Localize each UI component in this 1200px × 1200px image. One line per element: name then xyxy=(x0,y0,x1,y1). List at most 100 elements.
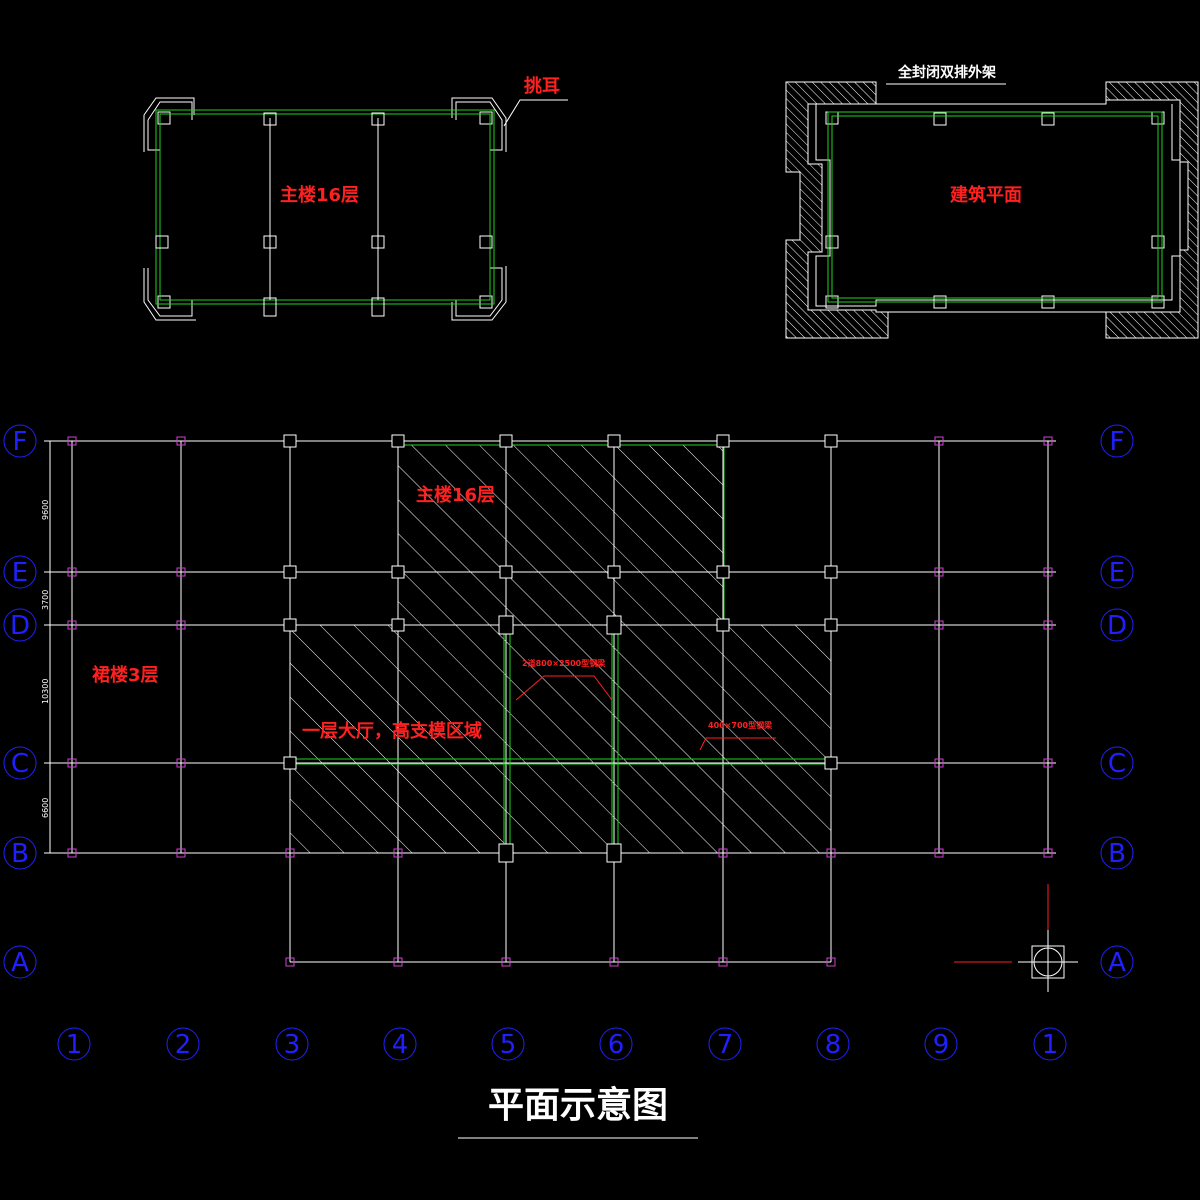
axis-label: C xyxy=(1108,749,1126,779)
axis-label: 9 xyxy=(933,1030,950,1060)
column-marker-icon xyxy=(934,436,944,446)
column-marker-icon xyxy=(498,615,514,635)
main-grid xyxy=(44,440,1056,963)
column-marker-icon xyxy=(391,618,405,632)
main-columns xyxy=(67,434,1053,967)
scaffold-hatch xyxy=(785,81,1199,339)
main-plan: 2道800×2500型钢梁 400×700型钢梁 主楼16层 裙楼3层 一层大厅… xyxy=(3,424,1134,1061)
column-marker-icon xyxy=(499,565,513,579)
axis-bubble-icon: 1 xyxy=(57,1027,91,1061)
column-marker-icon xyxy=(393,957,403,967)
top-left-outline xyxy=(143,97,507,321)
axis-label: A xyxy=(11,948,29,978)
column-marker-icon xyxy=(176,758,186,768)
axis-bubble-icon: C xyxy=(1100,746,1134,780)
column-marker-icon xyxy=(716,565,730,579)
column-marker-icon xyxy=(934,758,944,768)
column-marker-icon xyxy=(934,567,944,577)
top-right-tower-outline xyxy=(827,111,1163,303)
top-left-tower-label: 主楼16层 xyxy=(280,184,359,206)
column-marker-icon xyxy=(826,957,836,967)
axis-label: E xyxy=(12,558,28,588)
axis-label: 4 xyxy=(392,1030,409,1060)
column-marker-icon xyxy=(607,434,621,448)
steel-beams xyxy=(290,625,831,853)
column-marker-icon xyxy=(934,620,944,630)
hall-hatch-region xyxy=(289,624,832,854)
top-left-columns xyxy=(155,112,493,317)
column-marker-icon xyxy=(501,957,511,967)
column-marker-icon xyxy=(609,957,619,967)
axis-label: D xyxy=(1107,611,1127,641)
column-marker-icon xyxy=(824,434,838,448)
column-marker-icon xyxy=(391,434,405,448)
axis-label: 1 xyxy=(66,1030,83,1060)
column-marker-icon xyxy=(283,434,297,448)
page-title: 平面示意图 xyxy=(488,1085,668,1126)
tower-hatch-region xyxy=(397,444,725,626)
axis-bubble-icon: 9 xyxy=(924,1027,958,1061)
column-marker-icon xyxy=(283,756,297,770)
axis-bubble-icon: 6 xyxy=(599,1027,633,1061)
axis-bubble-icon: F xyxy=(1100,424,1134,458)
column-marker-icon xyxy=(285,957,295,967)
column-marker-icon xyxy=(285,848,295,858)
top-left-grid xyxy=(269,118,379,300)
top-right-plan: 全封闭双排外架 建筑平面 xyxy=(785,64,1199,339)
top-left-tower-outline xyxy=(155,109,495,305)
axis-label: D xyxy=(10,611,30,641)
dim-label-4: 6600 xyxy=(41,798,50,818)
axis-bubble-icon: 3 xyxy=(275,1027,309,1061)
column-marker-icon xyxy=(176,567,186,577)
column-marker-icon xyxy=(716,434,730,448)
callout-label: 挑耳 xyxy=(524,75,560,97)
scaffold-label: 全封闭双排外架 xyxy=(897,64,996,81)
axis-label: F xyxy=(1110,427,1125,457)
column-marker-icon xyxy=(67,758,77,768)
column-marker-icon xyxy=(391,565,405,579)
axis-bubble-icon: B xyxy=(3,836,37,870)
axis-label: 8 xyxy=(825,1030,842,1060)
axis-bubble-icon: E xyxy=(1100,555,1134,589)
axis-label: 6 xyxy=(608,1030,625,1060)
column-marker-icon xyxy=(176,848,186,858)
column-marker-icon xyxy=(176,436,186,446)
compass-crosshair-icon xyxy=(954,884,1078,992)
beam-annotation-1: 2道800×2500型钢梁 xyxy=(515,658,613,701)
column-marker-icon xyxy=(824,756,838,770)
axis-label: B xyxy=(1108,839,1126,869)
column-marker-icon xyxy=(283,618,297,632)
axis-label: 5 xyxy=(500,1030,517,1060)
axis-label: C xyxy=(11,749,29,779)
axis-bubble-icon: 2 xyxy=(166,1027,200,1061)
axis-bubble-icon: 4 xyxy=(383,1027,417,1061)
axis-bubble-icon: B xyxy=(1100,836,1134,870)
dimension-line xyxy=(46,440,56,854)
column-marker-icon xyxy=(498,843,514,863)
axis-label: 7 xyxy=(717,1030,734,1060)
axis-bubble-icon: D xyxy=(1100,608,1134,642)
column-marker-icon xyxy=(283,565,297,579)
axis-bubble-icon: D xyxy=(3,608,37,642)
column-marker-icon xyxy=(824,618,838,632)
column-marker-icon xyxy=(826,848,836,858)
column-marker-icon xyxy=(1043,567,1053,577)
column-marker-icon xyxy=(607,565,621,579)
column-marker-icon xyxy=(67,848,77,858)
callout-leader xyxy=(503,99,568,127)
column-marker-icon xyxy=(606,615,622,635)
dim-label-2: 3700 xyxy=(41,590,50,610)
beam-label-1: 2道800×2500型钢梁 xyxy=(522,658,606,668)
axis-label: 2 xyxy=(175,1030,192,1060)
axis-bubble-icon: 1 xyxy=(1033,1027,1067,1061)
hall-label: 一层大厅，高支模区域 xyxy=(302,720,482,742)
column-marker-icon xyxy=(176,620,186,630)
column-marker-icon xyxy=(718,957,728,967)
axis-bubble-icon: C xyxy=(3,746,37,780)
axis-bubble-icon: F xyxy=(3,424,37,458)
dim-label-1: 9600 xyxy=(41,500,50,520)
column-marker-icon xyxy=(1043,436,1053,446)
column-marker-icon xyxy=(1043,848,1053,858)
